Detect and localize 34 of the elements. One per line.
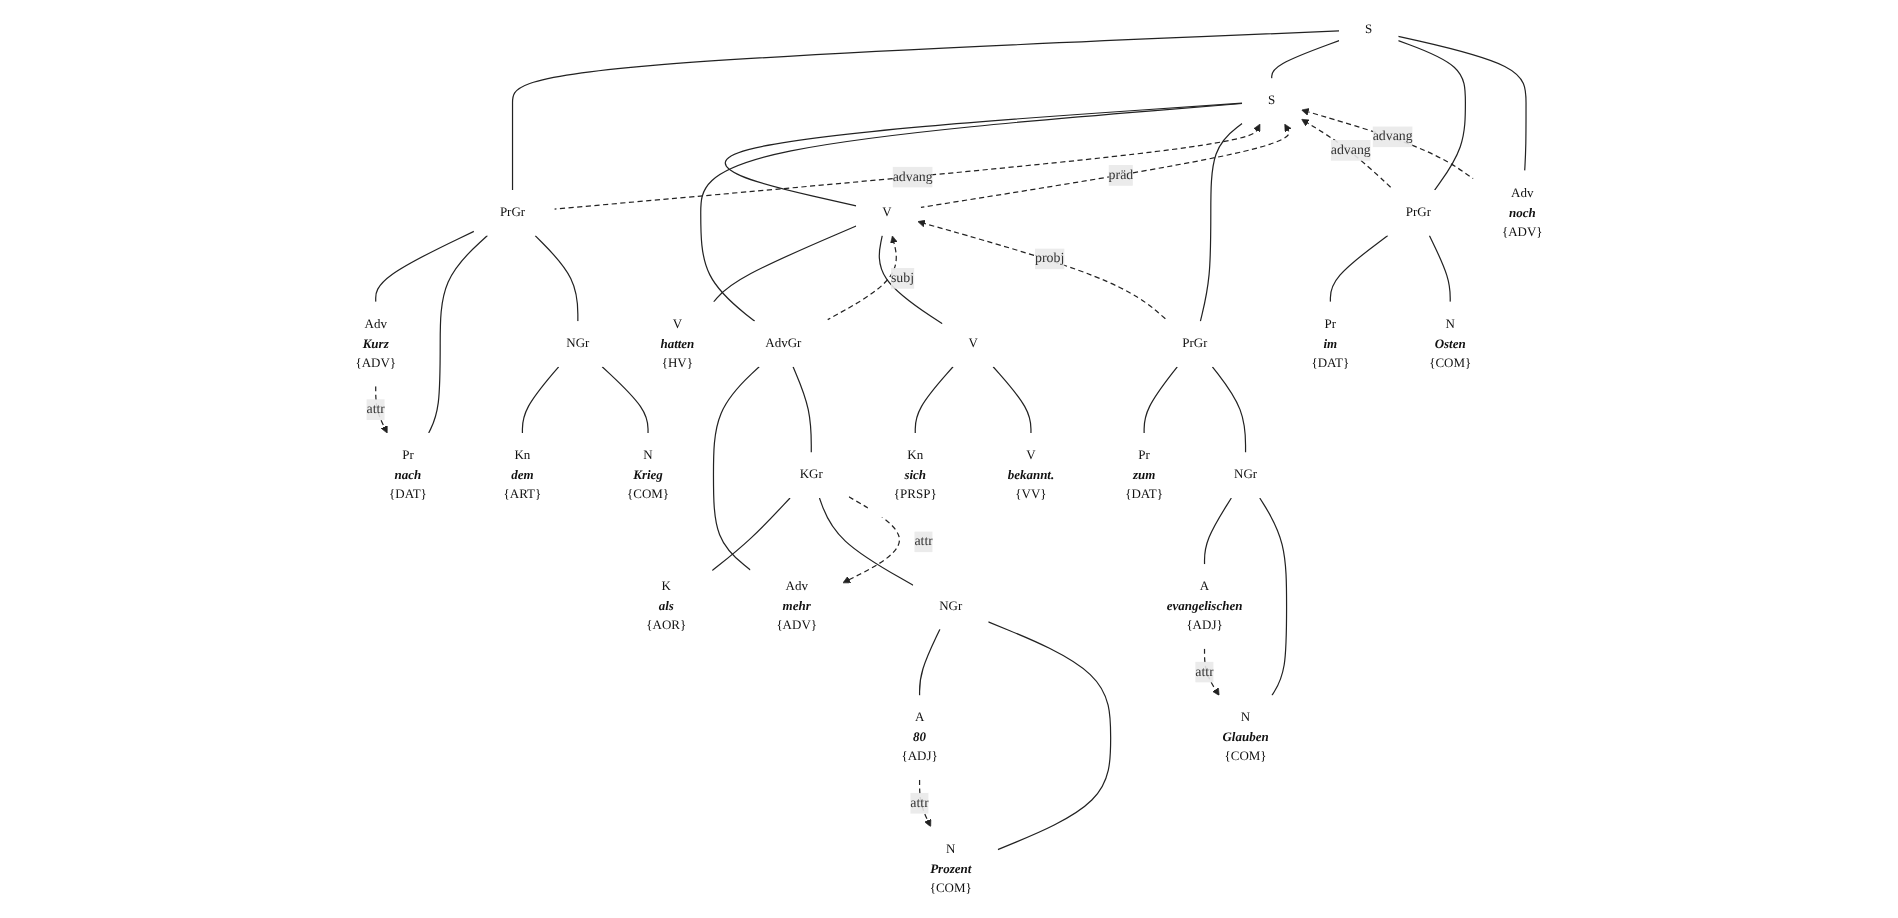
connector	[711, 497, 791, 572]
connector	[1329, 234, 1389, 303]
arrow	[1301, 118, 1392, 189]
connector	[1259, 497, 1288, 697]
connector	[713, 225, 857, 303]
connector	[521, 366, 560, 434]
connector	[700, 102, 1243, 322]
connector	[987, 621, 1112, 851]
arrow	[842, 496, 901, 584]
connector	[918, 628, 941, 697]
connector	[1397, 40, 1466, 191]
arrow	[554, 123, 1261, 210]
connector	[1397, 35, 1527, 172]
arrow	[827, 235, 898, 321]
connector	[1143, 366, 1178, 434]
connector	[914, 366, 954, 434]
connector	[511, 30, 1340, 191]
connector	[792, 366, 812, 454]
connector	[712, 366, 760, 571]
arrow	[917, 219, 1167, 320]
connector	[878, 234, 944, 325]
connector	[1211, 366, 1247, 454]
connector	[1428, 234, 1451, 303]
connector	[1271, 39, 1340, 79]
connector	[1199, 122, 1243, 322]
connector	[992, 366, 1032, 434]
arrow	[920, 123, 1292, 208]
arrow	[1301, 108, 1474, 180]
connector	[1203, 497, 1232, 565]
connector	[534, 234, 579, 322]
connector	[818, 497, 914, 586]
connector	[601, 366, 649, 434]
connector	[375, 230, 475, 303]
connector	[428, 234, 489, 434]
